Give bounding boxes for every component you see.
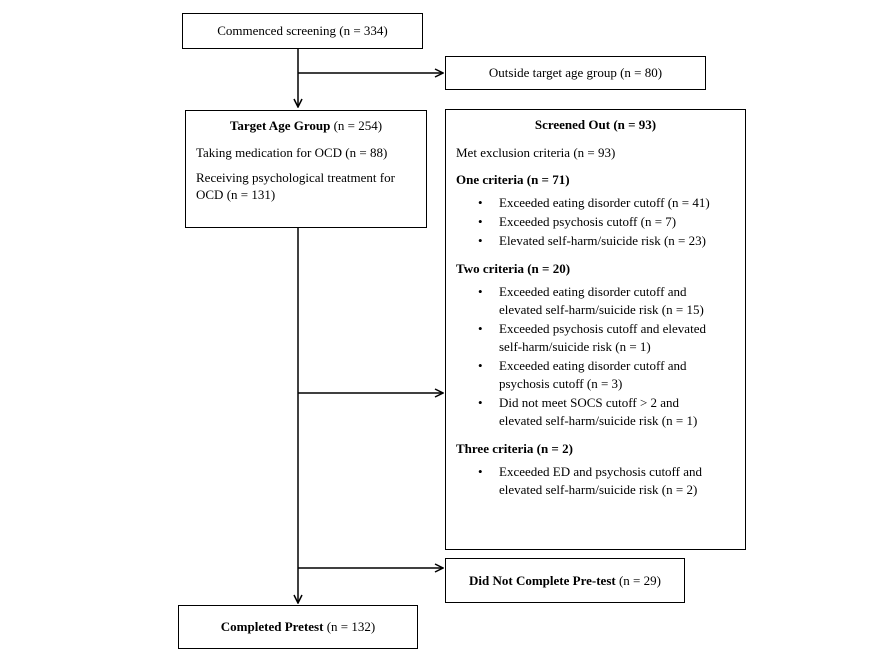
target-age-title: Target Age Group xyxy=(229,118,331,133)
criteria-item-line: Elevated self-harm/suicide risk (n = 23) xyxy=(499,233,706,248)
criteria-item: Did not meet SOCS cutoff > 2 and elevated… xyxy=(456,394,735,430)
criteria-item-line: Exceeded psychosis cutoff (n = 7) xyxy=(499,214,677,229)
target-age-heading: Target Age Group (n = 254) xyxy=(196,117,416,134)
screened-out-title: Screened Out (n = 93) xyxy=(534,117,657,132)
criteria-item: Elevated self-harm/suicide risk (n = 23) xyxy=(456,232,735,250)
criteria-item-line: elevated self-harm/suicide risk (n = 15) xyxy=(499,302,704,317)
criteria-item-line: Did not meet SOCS cutoff > 2 and xyxy=(499,395,680,410)
criteria-item: Exceeded eating disorder cutoff and eleva… xyxy=(456,283,735,319)
criteria-item-line: Exceeded eating disorder cutoff and xyxy=(499,358,687,373)
criteria-item: Exceeded ED and psychosis cutoff and elev… xyxy=(456,463,735,499)
criteria-item-line: self-harm/suicide risk (n = 1) xyxy=(499,339,651,354)
criteria-item: Exceeded eating disorder cutoff and psych… xyxy=(456,357,735,393)
screened-out-box: Screened Out (n = 93) Met exclusion crit… xyxy=(445,109,746,550)
medication-text: Taking medication for OCD (n = 88) xyxy=(196,145,388,160)
did-not-complete-box: Did Not Complete Pre-test (n = 29) xyxy=(445,558,685,603)
criteria-item: Exceeded eating disorder cutoff (n = 41) xyxy=(456,194,735,212)
outside-age-box: Outside target age group (n = 80) xyxy=(445,56,706,90)
did-not-complete-title: Did Not Complete Pre-test xyxy=(469,572,616,588)
criteria-item-line: Exceeded eating disorder cutoff (n = 41) xyxy=(499,195,710,210)
met-exclusion-text: Met exclusion criteria (n = 93) xyxy=(456,145,616,160)
criteria-list: Exceeded ED and psychosis cutoff and elev… xyxy=(456,463,735,499)
criteria-item-line: Exceeded ED and psychosis cutoff and xyxy=(499,464,703,479)
outside-age-text: Outside target age group (n = 80) xyxy=(488,65,663,80)
commenced-count: (n = 334) xyxy=(339,23,388,38)
target-age-box: Target Age Group (n = 254) Taking medica… xyxy=(185,110,427,228)
criteria-item-line: psychosis cutoff (n = 3) xyxy=(499,376,623,391)
psych-treatment-line-2: OCD (n = 131) xyxy=(196,187,276,202)
criteria-heading: Two criteria (n = 20) xyxy=(456,261,571,276)
completed-pretest-box: Completed Pretest (n = 132) xyxy=(178,605,418,649)
completed-count: (n = 132) xyxy=(326,619,376,634)
target-age-count: (n = 254) xyxy=(333,118,383,133)
criteria-sections: One criteria (n = 71) Exceeded eating dis… xyxy=(456,171,735,499)
criteria-item: Exceeded psychosis cutoff (n = 7) xyxy=(456,213,735,231)
criteria-item-line: elevated self-harm/suicide risk (n = 2) xyxy=(499,482,698,497)
criteria-item: Exceeded psychosis cutoff and elevated se… xyxy=(456,320,735,356)
did-not-complete-count: (n = 29) xyxy=(618,572,661,588)
commenced-label: Commenced screening xyxy=(217,23,336,38)
commenced-screening-box: Commenced screening (n = 334) xyxy=(182,13,423,49)
criteria-heading: One criteria (n = 71) xyxy=(456,172,570,187)
criteria-heading: Three criteria (n = 2) xyxy=(456,441,573,456)
criteria-item-line: Exceeded eating disorder cutoff and xyxy=(499,284,687,299)
criteria-list: Exceeded eating disorder cutoff and eleva… xyxy=(456,283,735,430)
criteria-item-line: elevated self-harm/suicide risk (n = 1) xyxy=(499,413,698,428)
criteria-list: Exceeded eating disorder cutoff (n = 41)… xyxy=(456,194,735,250)
psych-treatment-line-1: Receiving psychological treatment for xyxy=(196,170,395,185)
criteria-item-line: Exceeded psychosis cutoff and elevated xyxy=(499,321,706,336)
completed-title: Completed Pretest xyxy=(220,619,324,634)
